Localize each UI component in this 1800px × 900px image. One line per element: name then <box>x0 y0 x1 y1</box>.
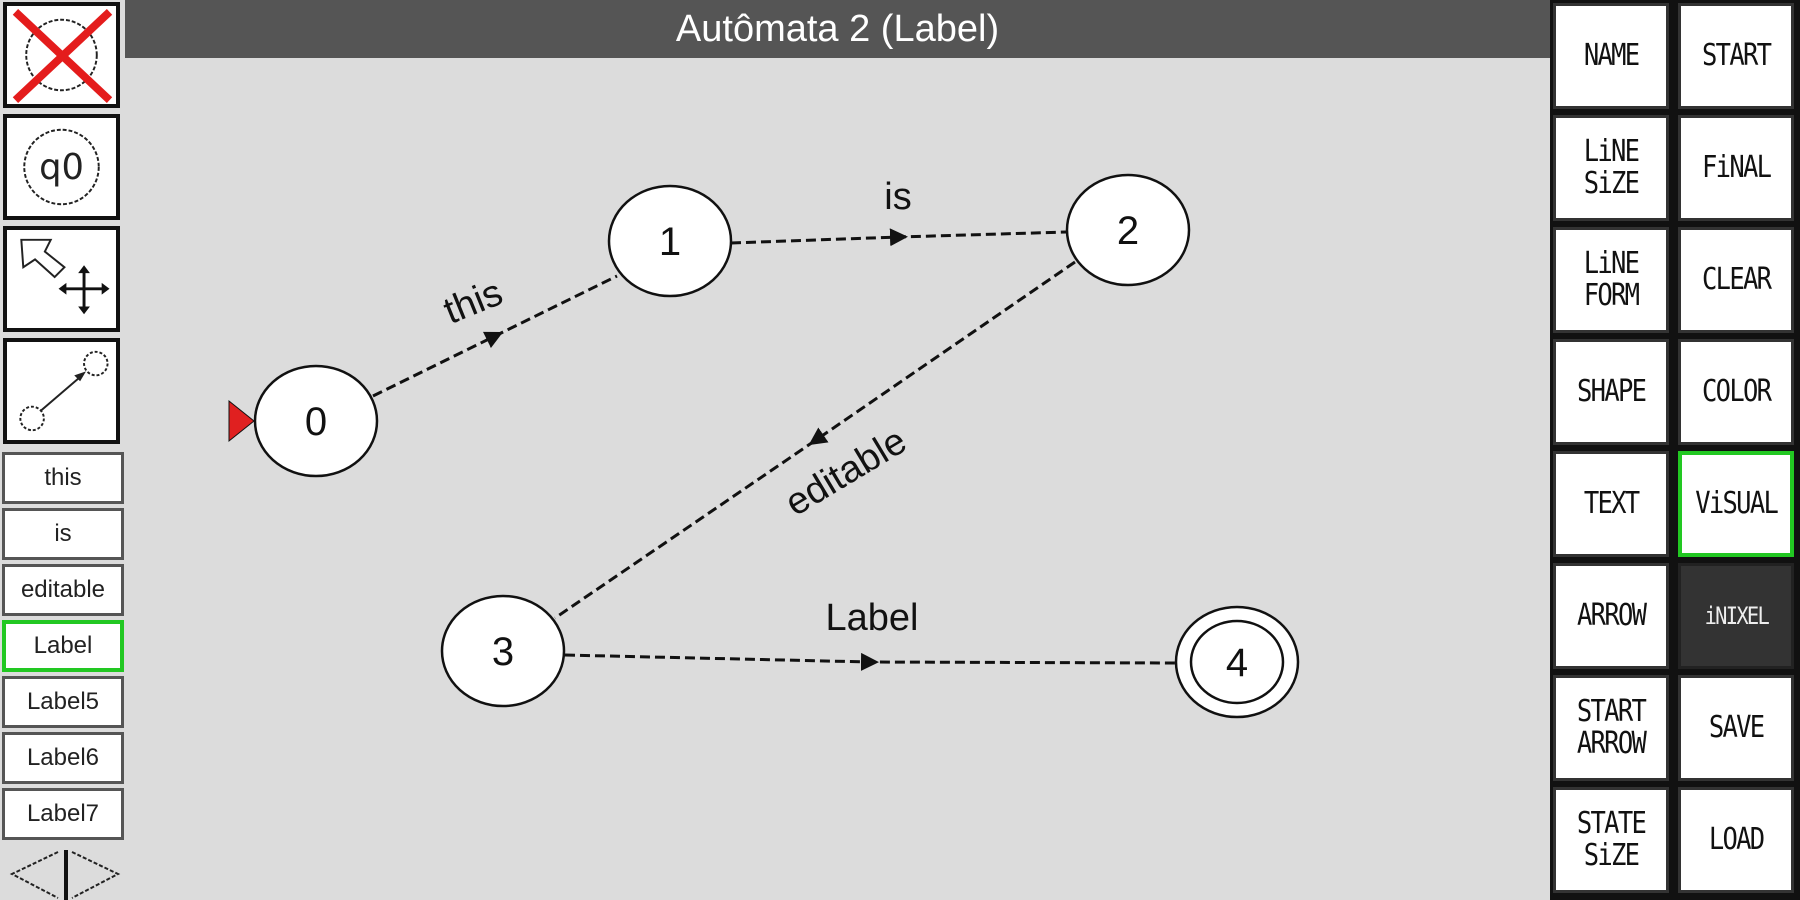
transition-label-is[interactable]: is <box>884 176 911 218</box>
button-label: ViSUAL <box>1695 486 1779 521</box>
state-q0-icon: q0 <box>23 128 100 206</box>
add-state-glyph: q0 <box>39 147 84 188</box>
prev-page-button[interactable] <box>9 851 59 899</box>
button-label: CLEAR <box>1701 262 1772 297</box>
inixel-logo-button[interactable]: iNIXEL <box>1678 563 1794 669</box>
color-button[interactable]: COLOR <box>1678 339 1794 445</box>
transition-label-editable[interactable]: editable <box>778 420 914 525</box>
button-label: SAVE <box>1708 710 1765 745</box>
delete-state-button[interactable] <box>3 2 120 108</box>
label-item-this[interactable]: this <box>2 452 124 504</box>
delete-state-icon <box>12 9 113 103</box>
button-label: iNIXEL <box>1704 602 1769 630</box>
button-label: FiNAL <box>1701 150 1772 185</box>
button-label: SHAPE <box>1576 374 1647 409</box>
state-3[interactable]: 3 <box>440 594 566 708</box>
label-item-label6[interactable]: Label6 <box>2 732 124 784</box>
start-button[interactable]: START <box>1678 3 1794 109</box>
state-2[interactable]: 2 <box>1065 173 1191 287</box>
svg-text:2: 2 <box>1117 209 1139 253</box>
left-toolbar: q0 this is editable Label Label5 Label6 … <box>0 0 125 900</box>
label-item-is[interactable]: is <box>2 508 124 560</box>
transition-3-4[interactable] <box>564 652 1177 671</box>
button-label: START ARROW <box>1576 694 1647 761</box>
start-arrow-button[interactable]: START ARROW <box>1553 675 1669 781</box>
button-label: LOAD <box>1708 822 1765 857</box>
svg-text:1: 1 <box>659 220 681 264</box>
right-toolbar: NAME START LiNE SiZE FiNAL LiNE FORM CLE… <box>1550 0 1800 900</box>
button-label: NAME <box>1583 38 1640 73</box>
button-label: STATE SiZE <box>1576 806 1647 873</box>
button-label: LiNE FORM <box>1583 246 1640 313</box>
initial-state-marker-icon <box>228 399 255 443</box>
label-pager <box>9 850 121 900</box>
label-item-label7[interactable]: Label7 <box>2 788 124 840</box>
line-size-button[interactable]: LiNE SiZE <box>1553 115 1669 221</box>
move-button[interactable] <box>3 226 120 332</box>
arrow-button[interactable]: ARROW <box>1553 563 1669 669</box>
transition-0-1[interactable] <box>372 274 618 398</box>
state-4-final[interactable]: 4 <box>1174 605 1300 719</box>
transition-2-3[interactable] <box>554 260 1076 620</box>
state-size-button[interactable]: STATE SiZE <box>1553 787 1669 893</box>
label-item-label5[interactable]: Label5 <box>2 676 124 728</box>
button-label: LiNE SiZE <box>1583 134 1640 201</box>
window-title: Autômata 2 (Label) <box>125 0 1550 58</box>
move-cursor-icon <box>20 238 110 315</box>
visual-button[interactable]: ViSUAL <box>1678 451 1794 557</box>
transition-label-this[interactable]: this <box>438 272 509 333</box>
name-button[interactable]: NAME <box>1553 3 1669 109</box>
shape-button[interactable]: SHAPE <box>1553 339 1669 445</box>
add-transition-button[interactable] <box>3 338 120 444</box>
load-button[interactable]: LOAD <box>1678 787 1794 893</box>
svg-text:4: 4 <box>1226 641 1248 685</box>
save-button[interactable]: SAVE <box>1678 675 1794 781</box>
transition-icon <box>19 350 109 432</box>
add-state-button[interactable]: q0 <box>3 114 120 220</box>
next-page-button[interactable] <box>71 851 121 899</box>
svg-text:3: 3 <box>492 630 514 674</box>
line-form-button[interactable]: LiNE FORM <box>1553 227 1669 333</box>
svg-text:0: 0 <box>305 400 327 444</box>
state-0[interactable]: 0 <box>253 364 379 478</box>
button-label: START <box>1701 38 1772 73</box>
button-label: TEXT <box>1583 486 1640 521</box>
label-item-editable[interactable]: editable <box>2 564 124 616</box>
transition-1-2[interactable] <box>730 228 1068 247</box>
state-1[interactable]: 1 <box>607 184 733 298</box>
button-label: COLOR <box>1701 374 1772 409</box>
label-item-label-selected[interactable]: Label <box>2 620 124 672</box>
button-label: ARROW <box>1576 598 1647 633</box>
final-button[interactable]: FiNAL <box>1678 115 1794 221</box>
text-button[interactable]: TEXT <box>1553 451 1669 557</box>
clear-button[interactable]: CLEAR <box>1678 227 1794 333</box>
transition-label-label[interactable]: Label <box>826 597 919 639</box>
automaton-canvas[interactable]: this is editable Label 0 1 2 3 4 <box>125 58 1550 900</box>
